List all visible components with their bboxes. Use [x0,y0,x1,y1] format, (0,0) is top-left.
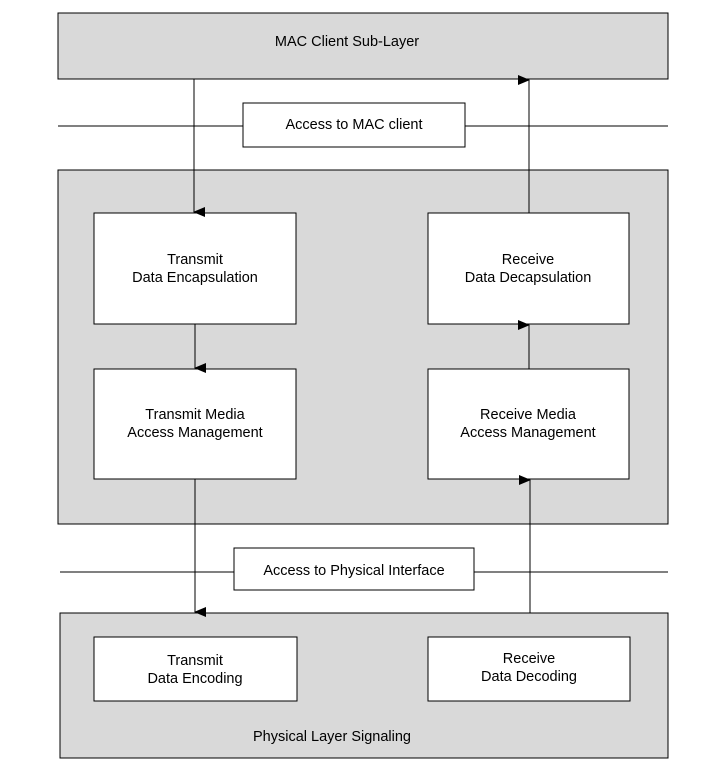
transmit-encoding-line1: Transmit [167,653,223,669]
transmit-encap-line2: Data Encapsulation [132,270,258,286]
transmit-encoding-line2: Data Encoding [147,671,242,687]
access-mac-client-label: Access to MAC client [286,117,423,133]
receive-media-access-box: Receive Media Access Management [427,368,630,480]
receive-decoding-line1: Receive [503,651,555,667]
access-mac-client-box: Access to MAC client [242,102,466,148]
physical-layer-signaling-label: Physical Layer Signaling [253,729,411,745]
receive-media-line2: Access Management [460,425,595,441]
mac-client-sublayer-rect [57,12,669,80]
receive-data-decapsulation-box: Receive Data Decapsulation [427,212,630,325]
access-physical-interface-box: Access to Physical Interface [233,547,475,591]
receive-decoding-line2: Data Decoding [481,669,577,685]
mac-client-sublayer-panel: MAC Client Sub-Layer [57,12,669,80]
receive-media-line1: Receive Media [480,407,577,423]
transmit-media-line1: Transmit Media [145,407,245,423]
receive-decap-line1: Receive [502,252,554,268]
transmit-encap-line1: Transmit [167,252,223,268]
transmit-data-encapsulation-box: Transmit Data Encapsulation [93,212,297,325]
transmit-media-line2: Access Management [127,425,262,441]
transmit-media-access-box: Transmit Media Access Management [93,368,297,480]
access-physical-label: Access to Physical Interface [263,563,444,579]
receive-data-decoding-box: Receive Data Decoding [427,636,631,702]
transmit-data-encoding-box: Transmit Data Encoding [93,636,298,702]
mac-client-sublayer-label: MAC Client Sub-Layer [275,34,419,50]
receive-decap-line2: Data Decapsulation [465,270,592,286]
